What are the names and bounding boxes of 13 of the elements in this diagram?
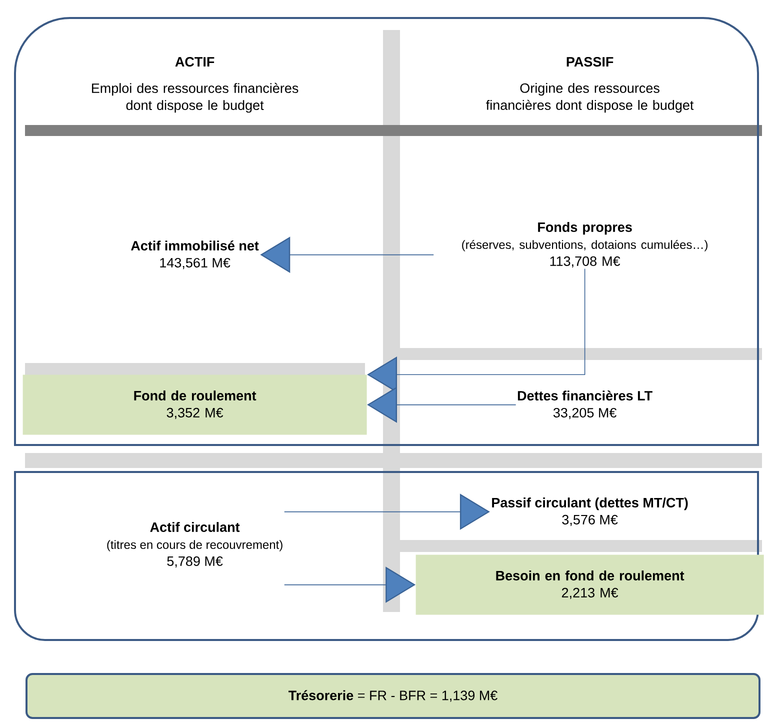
column-description: Origine des ressources financières dont dispose le budget (486, 83, 694, 113)
balance-item: Fonds propres (réserves, subventions, dotaions cumulées…) 113,708 M€ (462, 222, 708, 268)
panel (14, 471, 759, 641)
column-heading: PASSIF (566, 57, 614, 67)
highlight-box: Fond de roulement 3,352 M€ (22, 374, 367, 435)
balance-item: Actif circulant (titres en cours de recouvrement) 5,789 M€ (107, 522, 282, 568)
balance-item: Passif circulant (dettes MT/CT) 3,576 M€ (492, 498, 688, 526)
column-heading: ACTIF (175, 57, 214, 67)
balance-item: Actif immobilisé net 143,561 M€ (131, 240, 259, 270)
result-box: Trésorerie = FR - BFR = 1,139 M€ (26, 673, 760, 719)
highlight-box: Besoin en fond de roulement 2,213 M€ (416, 554, 764, 615)
balance-item: Dettes financières LT 33,205 M€ (518, 390, 652, 420)
column-description: Emploi des ressources financières dont dispose le budget (92, 82, 298, 113)
